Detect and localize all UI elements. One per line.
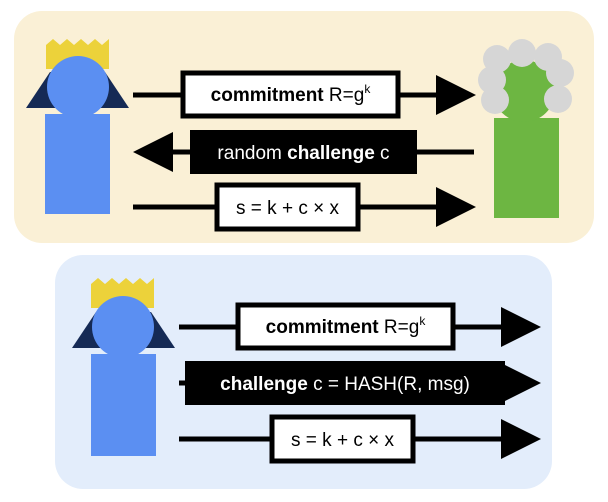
hash-challenge-label-box: [185, 361, 505, 405]
prover-figure: [26, 39, 129, 214]
prover-head: [92, 296, 154, 358]
commitment-label: commitment R=gk: [211, 82, 372, 106]
response-label-box: [214, 182, 361, 232]
response-label: s = k + c × x: [236, 198, 339, 219]
verifier-figure: [478, 39, 574, 218]
commitment-label-2: commitment R=gk: [266, 314, 427, 338]
challenge-label: random challenge c: [217, 143, 389, 164]
prover-figure-2: [72, 278, 175, 456]
interactive-panel: [14, 11, 594, 243]
commitment-label-box-2: [235, 302, 456, 351]
prover-head: [47, 56, 109, 118]
response-label-2: s = k + c × x: [291, 430, 394, 451]
wig-icon: [478, 39, 574, 114]
response-label-box-2: [269, 414, 416, 464]
verifier-body: [494, 118, 559, 218]
verifier-head: [493, 60, 555, 122]
hash-challenge-label: challenge c = HASH(R, msg): [220, 374, 470, 395]
challenge-label-box: [190, 130, 417, 174]
prover-body: [91, 354, 156, 456]
prover-body: [45, 114, 110, 214]
commitment-label-box: [180, 70, 401, 119]
